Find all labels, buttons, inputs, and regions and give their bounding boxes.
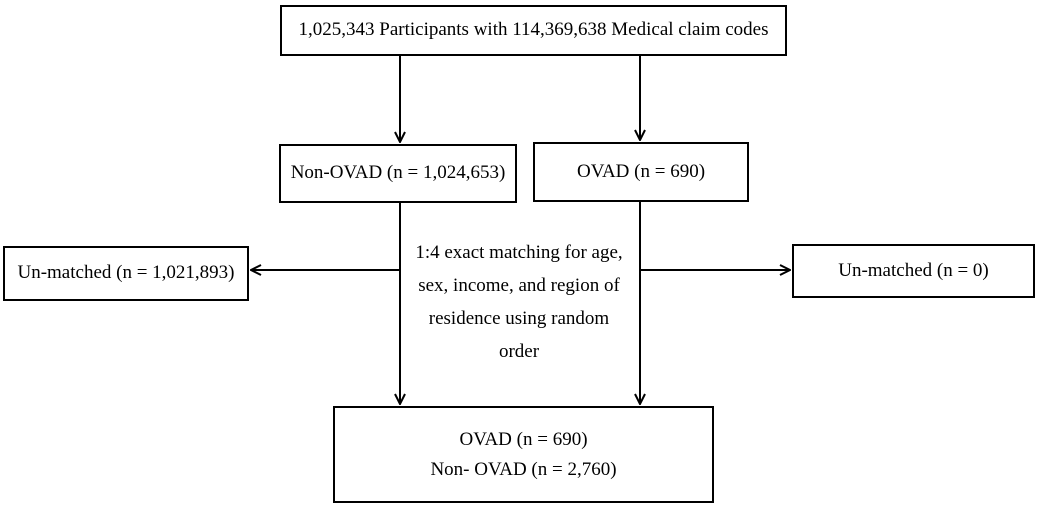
unmatched-right-text: Un-matched (n = 0)	[838, 259, 989, 281]
ovad-text: OVAD (n = 690)	[576, 160, 706, 182]
unmatched-left-box: Un-matched (n = 1,021,893)	[3, 246, 249, 301]
matching-note: 1:4 exact matching for age, sex, income,…	[415, 242, 623, 362]
matched-result-box: OVAD (n = 690) Non- OVAD (n = 2,760)	[333, 406, 714, 503]
total-participants-box: 1,025,343 Participants with 114,369,638 …	[280, 5, 787, 56]
total-participants-text: 1,025,343 Participants with 114,369,638 …	[298, 19, 769, 41]
unmatched-right-box: Un-matched (n = 0)	[792, 244, 1035, 298]
matched-non-ovad-text: Non- OVAD (n = 2,760)	[430, 458, 617, 480]
non-ovad-box: Non-OVAD (n = 1,024,653)	[279, 144, 517, 203]
non-ovad-text: Non-OVAD (n = 1,024,653)	[290, 162, 506, 184]
ovad-box: OVAD (n = 690)	[533, 142, 749, 202]
matched-ovad-text: OVAD (n = 690)	[459, 428, 588, 450]
unmatched-left-text: Un-matched (n = 1,021,893)	[17, 262, 235, 284]
